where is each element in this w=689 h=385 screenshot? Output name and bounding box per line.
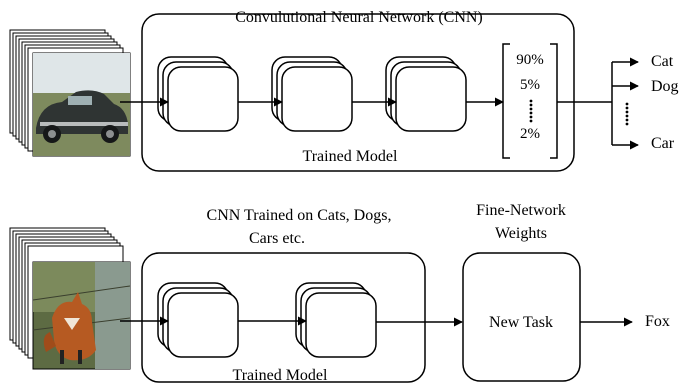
top-model-label: Trained Model	[302, 148, 398, 165]
bottom-input-image-stack	[9, 227, 131, 370]
output-label-cat: Cat	[651, 53, 674, 70]
fox-photo	[32, 261, 131, 370]
bottom-cnn-title-line1: CNN Trained on Cats, Dogs,	[206, 207, 392, 224]
new-task-box	[462, 252, 581, 382]
new-task-label: New Task	[489, 314, 553, 331]
top-layer-block-1	[157, 56, 239, 132]
probability-vector-brackets	[502, 43, 558, 159]
output-label-car: Car	[651, 135, 675, 152]
probability-value: 90%	[516, 52, 544, 68]
top-layer-block-2	[271, 56, 353, 132]
top-cnn-box	[141, 13, 575, 172]
probability-value: 2%	[520, 126, 540, 142]
bottom-layer-block-2	[295, 282, 377, 358]
probability-value: 5%	[520, 77, 540, 93]
output-label-dog: Dog	[651, 78, 679, 95]
top-input-image-stack	[9, 29, 131, 157]
top-layer-block-3	[385, 56, 467, 132]
car-photo	[32, 52, 131, 157]
probability-vector-dots	[529, 99, 533, 123]
top-output-fan	[557, 57, 639, 150]
bottom-cnn-title-line2: Cars etc.	[249, 230, 305, 247]
fine-network-title-line1: Fine-Network	[476, 202, 566, 219]
top-title: Convulutional Neural Network (CNN)	[235, 9, 483, 26]
fine-network-title-line2: Weights	[494, 225, 548, 242]
output-list-dots	[625, 102, 629, 126]
output-label-fox: Fox	[645, 313, 670, 330]
bottom-model-label: Trained Model	[232, 367, 328, 384]
bottom-layer-block-1	[157, 282, 239, 358]
